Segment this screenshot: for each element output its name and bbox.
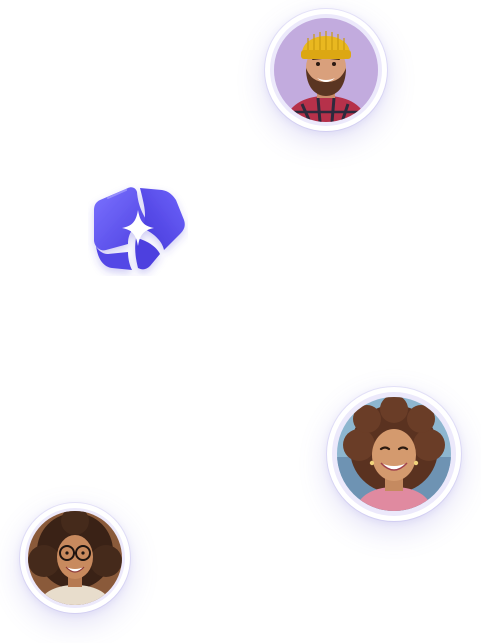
avatar-photo [337,397,451,511]
brand-logo [88,180,188,276]
avatar-man-yellow-beanie [265,9,387,131]
person-photo-icon [337,397,451,511]
avatar-woman-curly-hair [327,387,461,521]
avatar-photo [274,18,378,122]
avatar-photo [28,511,122,605]
person-photo-icon [28,511,122,605]
sparkle-hexagon-logo-icon [94,187,185,270]
person-photo-icon [274,18,378,122]
avatar-woman-glasses [20,503,130,613]
